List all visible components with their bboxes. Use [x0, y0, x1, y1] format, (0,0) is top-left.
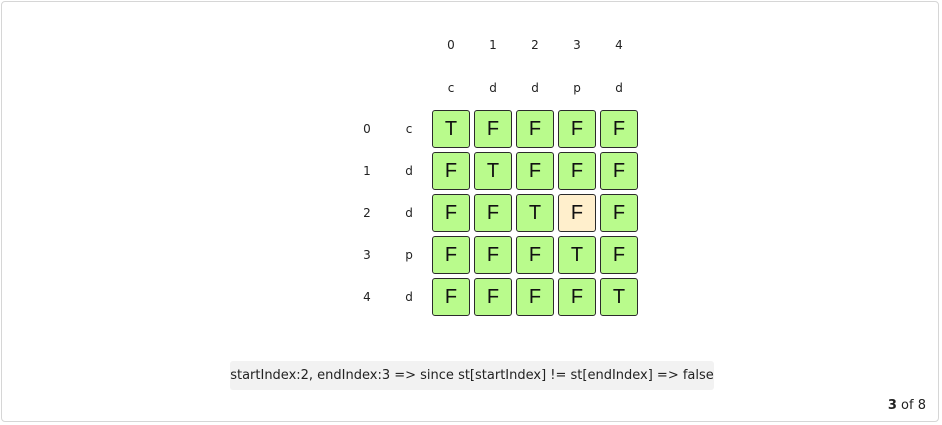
row-index-0: 0	[363, 122, 371, 136]
col-index-2: 2	[531, 38, 539, 52]
dp-cell-3-3: T	[558, 236, 596, 274]
row-char-3: p	[405, 248, 413, 262]
dp-cell-3-4: F	[600, 236, 638, 274]
dp-cell-4-0: F	[432, 278, 470, 316]
col-char-3: p	[573, 81, 581, 95]
col-index-1: 1	[489, 38, 497, 52]
dp-cell-4-3: F	[558, 278, 596, 316]
dp-cell-2-0: F	[432, 194, 470, 232]
col-char-0: c	[447, 81, 455, 95]
dp-cell-1-2: F	[516, 152, 554, 190]
row-index-2: 2	[363, 206, 371, 220]
col-char-2: d	[531, 81, 539, 95]
dp-cell-0-4: F	[600, 110, 638, 148]
row-index-4: 4	[363, 290, 371, 304]
row-char-4: d	[405, 290, 413, 304]
pager-current: 3	[887, 398, 897, 413]
row-char-2: d	[405, 206, 413, 220]
col-index-3: 3	[573, 38, 581, 52]
dp-cell-1-4: F	[600, 152, 638, 190]
slide-pager: 3 of 8	[888, 398, 926, 413]
col-char-4: d	[615, 81, 623, 95]
dp-cell-0-3: F	[558, 110, 596, 148]
dp-cell-4-1: F	[474, 278, 512, 316]
dp-cell-4-4: T	[600, 278, 638, 316]
pager-separator: of	[901, 398, 914, 413]
row-char-1: d	[405, 164, 413, 178]
col-index-4: 4	[615, 38, 623, 52]
dp-cell-3-0: F	[432, 236, 470, 274]
dp-cell-1-3: F	[558, 152, 596, 190]
dp-cell-1-1: T	[474, 152, 512, 190]
dp-cell-1-0: F	[432, 152, 470, 190]
step-caption: startIndex:2, endIndex:3 => since st[sta…	[230, 361, 714, 390]
dp-cell-0-0: T	[432, 110, 470, 148]
dp-cell-4-2: F	[516, 278, 554, 316]
dp-cell-2-3: F	[558, 194, 596, 232]
pager-total: 8	[917, 398, 926, 413]
dp-cell-3-2: F	[516, 236, 554, 274]
row-char-0: c	[405, 122, 413, 136]
dp-cell-2-1: F	[474, 194, 512, 232]
dp-cell-0-1: F	[474, 110, 512, 148]
row-index-1: 1	[363, 164, 371, 178]
dp-cell-2-2: T	[516, 194, 554, 232]
dp-cell-0-2: F	[516, 110, 554, 148]
row-index-3: 3	[363, 248, 371, 262]
dp-cell-3-1: F	[474, 236, 512, 274]
col-char-1: d	[489, 81, 497, 95]
col-index-0: 0	[447, 38, 455, 52]
dp-cell-2-4: F	[600, 194, 638, 232]
